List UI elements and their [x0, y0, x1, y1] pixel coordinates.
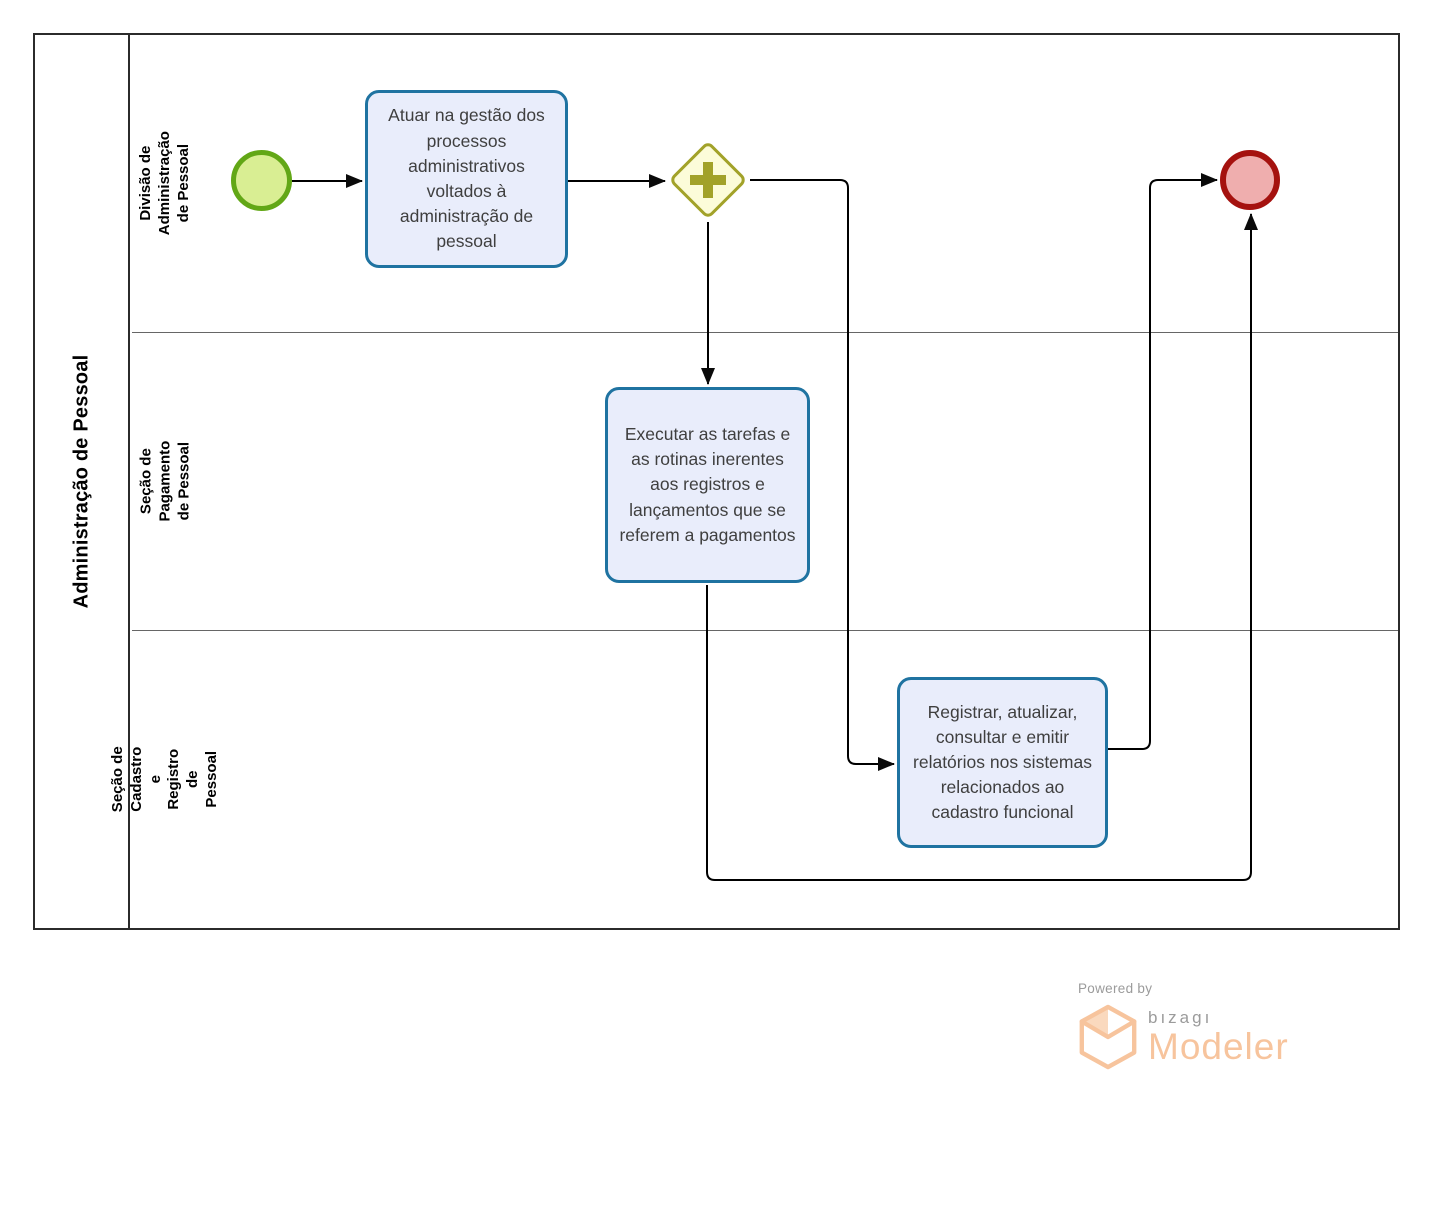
task-registrar-cadastro-funcional: Registrar, atualizar, consultar e emitir…	[897, 677, 1108, 848]
bizagi-hexagon-icon	[1079, 1004, 1137, 1070]
task-executar-tarefas-pagamentos: Executar as tarefas e as rotinas inerent…	[605, 387, 810, 583]
lane-label: Divisão de Administração de Pessoal	[136, 131, 192, 236]
lane-label-band: Divisão de Administração de Pessoal	[132, 35, 198, 332]
task-label: Atuar na gestão dos processos administra…	[388, 105, 545, 252]
pool-title: Administração de Pessoal	[70, 354, 93, 609]
lane-secao-de-cadastro-e-registro-de-pessoal: Seção de Cadastro e Registro de Pessoal	[109, 630, 1398, 928]
powered-by-label: Powered by	[1078, 981, 1153, 996]
start-event	[231, 150, 292, 211]
end-event	[1220, 150, 1280, 210]
bizagi-brand-label: bızagı	[1148, 1008, 1213, 1027]
lane-label-band: Seção de Pagamento de Pessoal	[132, 333, 198, 630]
task-label: Registrar, atualizar, consultar e emitir…	[913, 701, 1092, 823]
lane-label: Seção de Pagamento de Pessoal	[136, 441, 192, 522]
modeler-label: Modeler	[1148, 1026, 1289, 1067]
lane-label: Seção de Cadastro e Registro de Pessoal	[108, 746, 220, 813]
pool-title-band: Administração de Pessoal	[35, 35, 130, 928]
lane-divisao-de-administracao-de-pessoal: Divisão de Administração de Pessoal	[132, 35, 1398, 332]
lane-label-band: Seção de Cadastro e Registro de Pessoal	[109, 631, 220, 928]
task-atuar-na-gestao: Atuar na gestão dos processos administra…	[365, 90, 568, 268]
task-label: Executar as tarefas e as rotinas inerent…	[619, 424, 796, 545]
bizagi-modeler-logo: Powered by bızagı Modeler	[1078, 981, 1289, 1070]
parallel-gateway-plus-icon	[688, 160, 728, 200]
